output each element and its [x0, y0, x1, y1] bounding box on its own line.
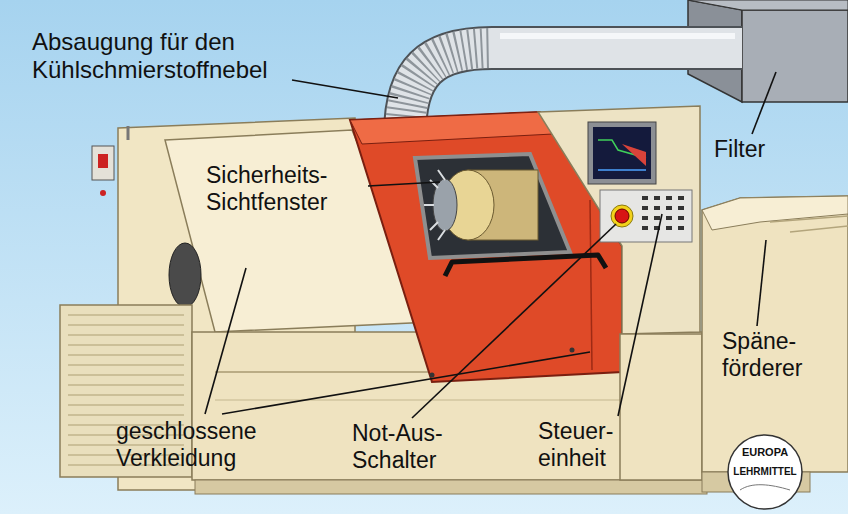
screen	[593, 127, 651, 179]
plinth	[195, 480, 707, 494]
pin	[127, 126, 130, 140]
publisher-logo	[728, 435, 802, 509]
conveyor-top	[702, 196, 848, 230]
callout-label: Filter	[714, 136, 794, 163]
leader-line	[752, 72, 776, 134]
screw	[570, 348, 575, 353]
leader-line	[412, 224, 616, 418]
door-handle	[445, 255, 606, 276]
control-panel	[538, 106, 700, 334]
logo-text: LEHRMITTEL	[733, 466, 797, 478]
main-switch	[98, 154, 108, 168]
screen-marker	[622, 144, 646, 166]
side-cabinet	[620, 334, 702, 480]
screen-frame	[588, 122, 656, 184]
keypad	[600, 190, 692, 242]
callout-label: Steuer- einheit	[538, 418, 634, 472]
indicator-lamp	[100, 190, 106, 196]
screw	[430, 373, 435, 378]
housing-top	[350, 112, 553, 144]
callout-label: Not-Aus- Schalter	[352, 420, 470, 474]
chip-conveyor	[702, 196, 848, 472]
leader-line	[292, 80, 398, 98]
main-switch-box	[92, 146, 114, 180]
spindle-opening	[169, 243, 201, 307]
leader-line	[222, 352, 590, 414]
callout-label: geschlossene Verkleidung	[116, 418, 296, 472]
housing-seam	[590, 200, 592, 370]
logo-globe	[740, 485, 790, 490]
leader-line	[757, 240, 766, 326]
safety-window	[415, 154, 570, 258]
leader-line	[368, 182, 440, 186]
conveyor-rails	[770, 216, 848, 232]
screen-line	[598, 169, 646, 171]
tools	[424, 170, 445, 240]
emergency-stop-button	[615, 209, 629, 223]
callout-label: Sicherheits- Sichtfenster	[206, 162, 366, 216]
leader-line	[618, 214, 662, 416]
duct-highlight	[500, 33, 735, 39]
filter-top	[688, 0, 848, 10]
keys	[642, 198, 684, 228]
callout-label: Absaugung für den Kühlschmierstoffnebel	[32, 28, 352, 84]
logo-text: EUROPA	[741, 446, 789, 459]
emergency-stop-ring	[611, 205, 633, 227]
filter-box	[742, 10, 848, 102]
leader-line	[205, 268, 246, 414]
callout-label: Späne- förderer	[722, 328, 834, 382]
